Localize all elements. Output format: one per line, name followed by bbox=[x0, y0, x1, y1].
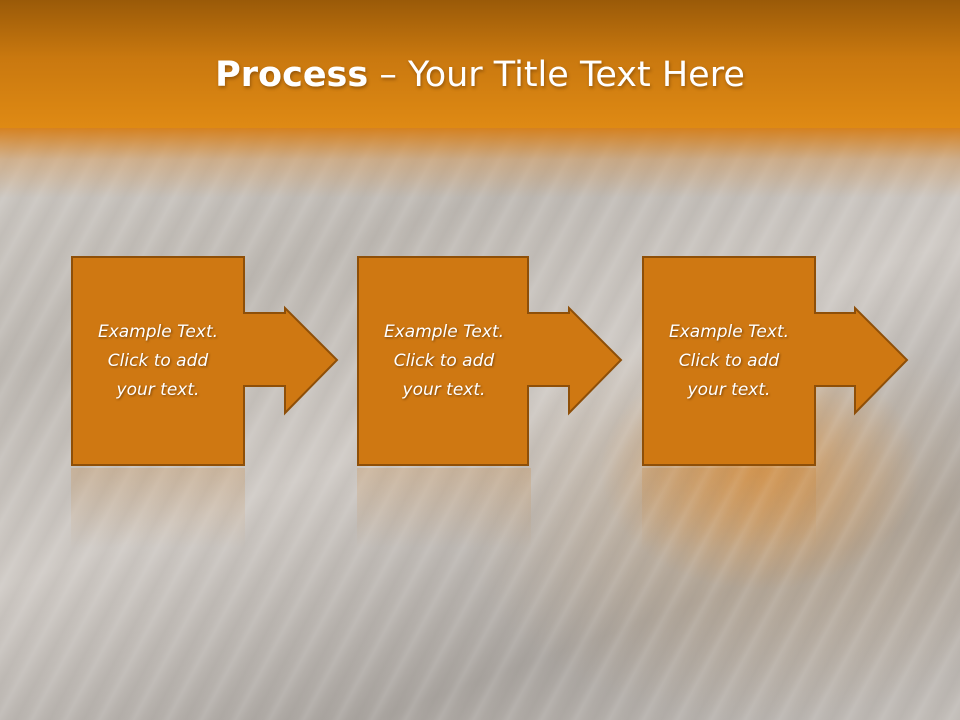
process-step-1[interactable]: Example Text. Click to add your text. bbox=[71, 256, 341, 466]
title-bold: Process bbox=[215, 55, 369, 95]
slide-title[interactable]: Process – Your Title Text Here bbox=[0, 52, 960, 98]
process-step-3[interactable]: Example Text. Click to add your text. bbox=[642, 256, 912, 466]
step-2-reflection bbox=[357, 468, 531, 548]
title-rest: – Your Title Text Here bbox=[368, 55, 745, 95]
header-band bbox=[0, 0, 960, 128]
step-3-text: Example Text. Click to add your text. bbox=[668, 321, 790, 400]
arrow-box-shape bbox=[642, 256, 909, 466]
step-2-text: Example Text. Click to add your text. bbox=[383, 321, 505, 400]
header-fade bbox=[0, 128, 960, 198]
arrow-box-shape bbox=[71, 256, 339, 466]
step-1-reflection bbox=[71, 468, 245, 548]
step-3-reflection bbox=[642, 468, 816, 548]
process-step-2[interactable]: Example Text. Click to add your text. bbox=[357, 256, 627, 466]
arrow-box-shape bbox=[357, 256, 623, 466]
step-1-text: Example Text. Click to add your text. bbox=[97, 321, 219, 400]
